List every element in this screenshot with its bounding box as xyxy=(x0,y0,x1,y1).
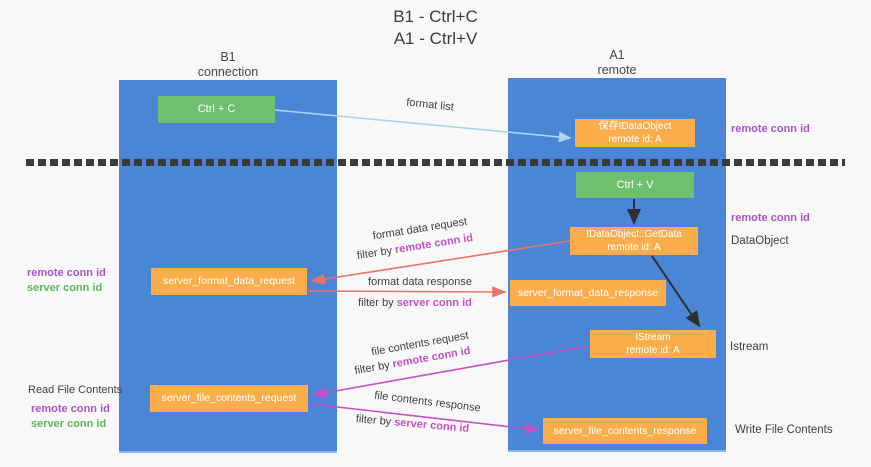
server-format-data-response-node: server_format_data_response xyxy=(510,280,666,306)
ctrl-c-node: Ctrl + C xyxy=(158,96,275,123)
right-column-header: A1 remote xyxy=(547,48,687,78)
dataobject-label: DataObject xyxy=(731,235,789,247)
save-dataobject-line1: 保存IDataObject xyxy=(598,121,672,132)
server-file-contents-response-label: server_file_contents_response xyxy=(553,424,697,437)
server-format-data-request-label: server_format_data_request xyxy=(163,275,295,287)
getdata-node: IDataObject::GetData remote id: A xyxy=(570,227,698,255)
remote-conn-id-label-top: remote conn id xyxy=(731,122,810,137)
istream-line1: IStream xyxy=(635,332,671,343)
right-column-name: A1 xyxy=(609,48,625,62)
write-file-contents-label: Write File Contents xyxy=(735,424,833,436)
istream-node: IStream remote id: A xyxy=(590,330,716,358)
format-data-response-arrow xyxy=(307,286,507,298)
server-file-contents-response-node: server_file_contents_response xyxy=(543,418,707,444)
istream-line2: remote id: A xyxy=(626,345,680,356)
format-data-response-filter-label: filter by server conn id xyxy=(340,297,490,309)
phase-divider-dashed-line xyxy=(26,159,845,166)
getdata-line1: IDataObject::GetData xyxy=(586,229,682,240)
left-column-name: B1 xyxy=(220,50,236,64)
server-format-data-request-node: server_format_data_request xyxy=(151,268,307,295)
remote-conn-id-text: remote conn id xyxy=(731,212,810,224)
ctrl-c-label: Ctrl + C xyxy=(197,103,236,115)
read-file-contents-label: Read File Contents xyxy=(28,384,123,396)
left-conn-id-group-file: remote conn id server conn id xyxy=(31,402,110,432)
remote-conn-id-text: remote conn id xyxy=(731,123,810,135)
filter-by-text: filter by xyxy=(353,359,391,378)
server-file-contents-request-label: server_file_contents_request xyxy=(161,392,297,404)
save-dataobject-node: 保存IDataObject remote id: A xyxy=(575,119,695,147)
file-contents-response-filter-label: filter by server conn id xyxy=(335,411,490,436)
server-conn-id-text: server conn id xyxy=(393,416,470,435)
filter-by-text: filter by xyxy=(355,413,392,429)
server-conn-id-text: server conn id xyxy=(27,282,103,294)
remote-conn-id-text: remote conn id xyxy=(31,403,110,415)
left-column-header: B1 connection xyxy=(158,50,298,80)
server-format-data-response-label: server_format_data_response xyxy=(517,286,659,299)
left-conn-id-group-format: remote conn id server conn id xyxy=(27,266,106,296)
right-column-subtitle: remote xyxy=(597,63,637,77)
istream-side-label: Istream xyxy=(730,341,769,353)
server-conn-id-text: server conn id xyxy=(396,297,472,309)
remote-conn-id-label-ctrlv: remote conn id xyxy=(731,211,810,226)
remote-conn-id-text: remote conn id xyxy=(27,267,106,279)
server-file-contents-request-node: server_file_contents_request xyxy=(150,385,308,412)
getdata-line2: remote id: A xyxy=(607,242,661,253)
diagram-title: B1 - Ctrl+C A1 - Ctrl+V xyxy=(0,6,871,50)
filter-by-text: filter by xyxy=(358,297,394,309)
ctrl-v-label: Ctrl + V xyxy=(616,178,654,191)
ctrl-v-node: Ctrl + V xyxy=(576,172,694,198)
left-column-subtitle: connection xyxy=(197,65,259,79)
filter-by-text: filter by xyxy=(356,244,394,263)
server-conn-id-text: server conn id xyxy=(31,418,107,430)
save-dataobject-line2: remote id: A xyxy=(608,134,662,145)
title-line-1: B1 - Ctrl+C xyxy=(393,7,478,26)
file-contents-response-label: file contents response xyxy=(373,389,482,415)
title-line-2: A1 - Ctrl+V xyxy=(393,29,478,48)
format-data-response-label: format data response xyxy=(368,276,472,288)
format-list-label: format list xyxy=(405,96,455,114)
